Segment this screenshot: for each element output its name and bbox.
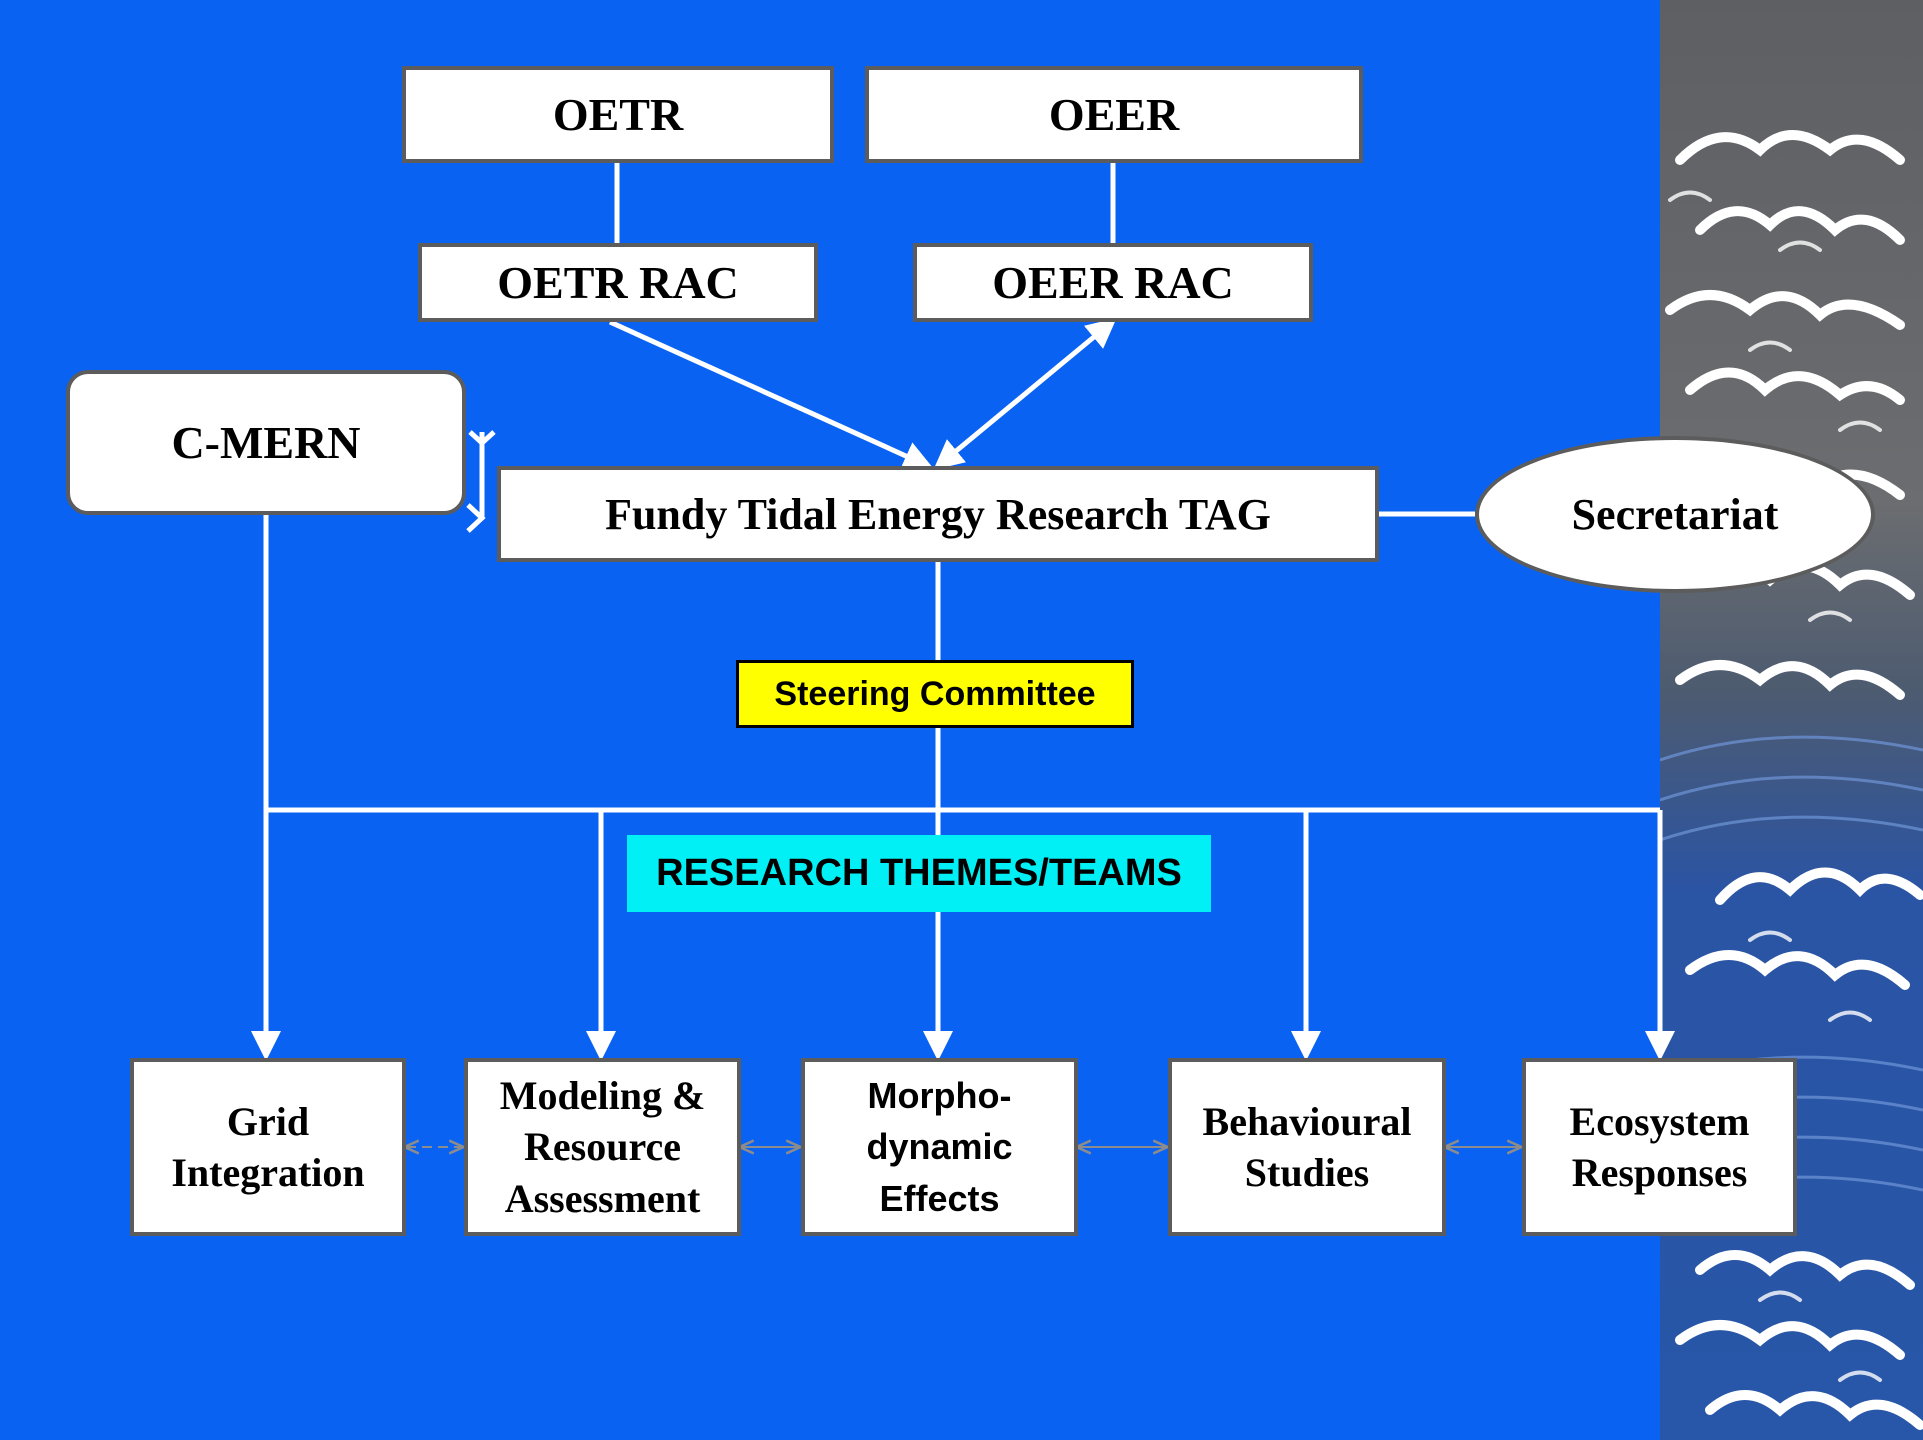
node-oeer: OEER <box>865 66 1363 163</box>
team-line: dynamic <box>866 1126 1013 1168</box>
bracket-top <box>468 430 496 447</box>
node-secretariat: Secretariat <box>1475 436 1875 593</box>
arrow-oetr-rac-tag <box>608 319 934 470</box>
team-morphodynamic-effects: Morpho- dynamic Effects <box>801 1058 1078 1236</box>
team-line: Effects <box>879 1177 1000 1219</box>
team-line: Morpho- <box>867 1075 1012 1117</box>
node-oeer-rac: OEER RAC <box>913 243 1313 322</box>
steering-committee-label: Steering Committee <box>736 660 1134 728</box>
node-oetr-rac: OETR RAC <box>418 243 818 322</box>
team-modeling-resource-assessment: Modeling & Resource Assessment <box>464 1058 741 1236</box>
research-themes-label: RESEARCH THEMES/TEAMS <box>627 835 1211 912</box>
team-line: Behavioural <box>1202 1098 1412 1144</box>
team-line: Grid <box>226 1098 310 1144</box>
arrow-oeer-rac-tag <box>933 318 1117 470</box>
team-line: Ecosystem <box>1569 1098 1750 1144</box>
team-line: Responses <box>1571 1150 1748 1195</box>
team-behavioural-studies: Behavioural Studies <box>1168 1058 1446 1236</box>
team-line: Assessment <box>504 1175 701 1221</box>
team-ecosystem-responses: Ecosystem Responses <box>1522 1058 1797 1236</box>
node-tag: Fundy Tidal Energy Research TAG <box>497 466 1379 562</box>
team-line: Resource <box>524 1124 681 1170</box>
node-oetr: OETR <box>402 66 834 163</box>
bracket-bottom <box>466 503 486 533</box>
team-line: Modeling & <box>499 1073 706 1119</box>
team-line: Studies <box>1244 1150 1370 1195</box>
node-cmern: C-MERN <box>66 370 466 515</box>
team-line: Integration <box>171 1150 365 1195</box>
team-grid-integration: Grid Integration <box>130 1058 406 1236</box>
